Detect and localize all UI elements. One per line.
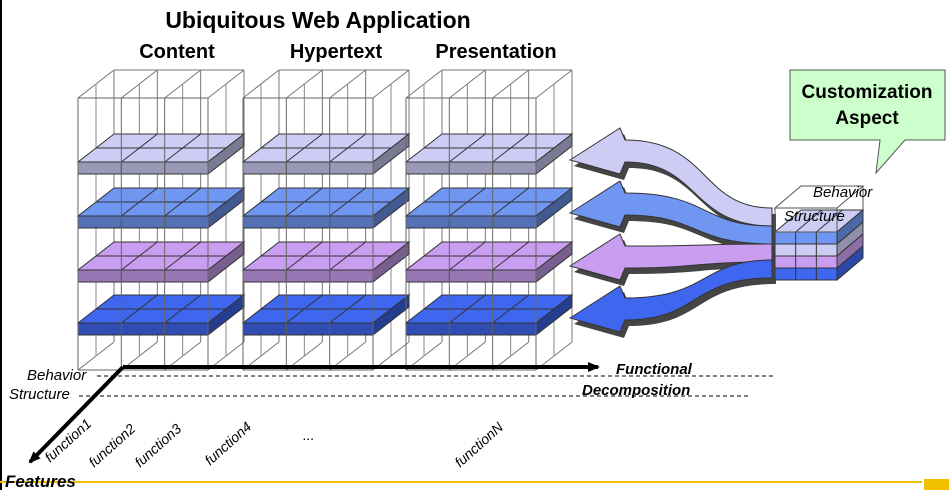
flow-arrow-3 [568, 233, 773, 281]
content-layer-2-front [77, 215, 209, 229]
cube-top-grid [816, 209, 843, 233]
cube-side-4 [836, 244, 864, 282]
hypertext-layer-4-front [242, 322, 374, 336]
content-layer-4-front [77, 322, 209, 336]
content-layer-3-front [77, 269, 209, 283]
cube-row-3 [774, 255, 838, 269]
column-title-hypertext: Hypertext [290, 41, 383, 63]
wireframe-front [77, 97, 537, 371]
flow-arrow-1 [568, 127, 773, 227]
cube-row-2 [774, 243, 838, 257]
flow-arrows [568, 127, 776, 338]
footer-block [924, 479, 949, 490]
axis-functional-label: Functional [616, 361, 693, 378]
function-label-4: function4 [201, 418, 254, 468]
presentation-layer-1-front [405, 161, 537, 175]
axis-decomposition-label: Decomposition [582, 382, 690, 399]
axis-behavior-label: Behavior [27, 367, 87, 384]
axis-features-label: Features [5, 472, 76, 490]
cube-row-1 [774, 231, 838, 245]
column-title-content: Content [139, 41, 215, 63]
layer-plates [76, 132, 574, 337]
diagram-title: Ubiquitous Web Application [165, 7, 470, 33]
hypertext-layer-3-front [242, 269, 374, 283]
callout-line2: Aspect [835, 108, 899, 129]
hypertext-layer-2-front [242, 215, 374, 229]
flow-arrow-2 [568, 180, 773, 245]
customization-cube [773, 185, 865, 282]
cube-top-grid [795, 209, 822, 233]
function-label-ellipsis: ... [303, 427, 315, 443]
callout-line1: Customization [802, 82, 933, 103]
hypertext-layer-1-front [242, 161, 374, 175]
axes [28, 362, 775, 464]
cube-behavior-label: Behavior [813, 184, 873, 201]
function-label-n: functionN [451, 418, 506, 470]
presentation-layer-2-front [405, 215, 537, 229]
axis-structure-label: Structure [9, 386, 70, 403]
customization-callout: Customization Aspect [789, 69, 946, 175]
presentation-layer-4-front [405, 322, 537, 336]
flow-arrow-4 [568, 259, 773, 333]
presentation-layer-3-front [405, 269, 537, 283]
content-layer-1-front [77, 161, 209, 175]
column-title-presentation: Presentation [435, 41, 556, 63]
function-label-3: function3 [131, 420, 184, 470]
cube-structure-label: Structure [784, 208, 845, 225]
cube-row-4 [774, 267, 838, 281]
features-axis-arrow [28, 365, 125, 464]
